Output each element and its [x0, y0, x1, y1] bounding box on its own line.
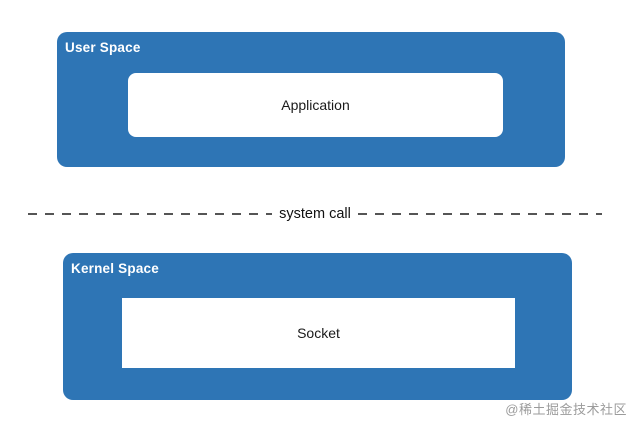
kernel-space-label: Kernel Space — [71, 261, 159, 276]
socket-node-label: Socket — [297, 325, 340, 341]
system-call-separator: system call — [28, 204, 602, 224]
user-space-container: User Space Application — [57, 32, 565, 167]
application-node: Application — [128, 73, 503, 137]
watermark: @稀土掘金技术社区 — [505, 402, 627, 417]
kernel-space-container: Kernel Space Socket — [63, 253, 572, 400]
system-call-label: system call — [279, 206, 351, 222]
dashed-line-right — [357, 213, 602, 215]
user-space-label: User Space — [65, 40, 141, 55]
dashed-line-left — [28, 213, 273, 215]
socket-node: Socket — [122, 298, 515, 368]
application-node-label: Application — [281, 97, 350, 113]
